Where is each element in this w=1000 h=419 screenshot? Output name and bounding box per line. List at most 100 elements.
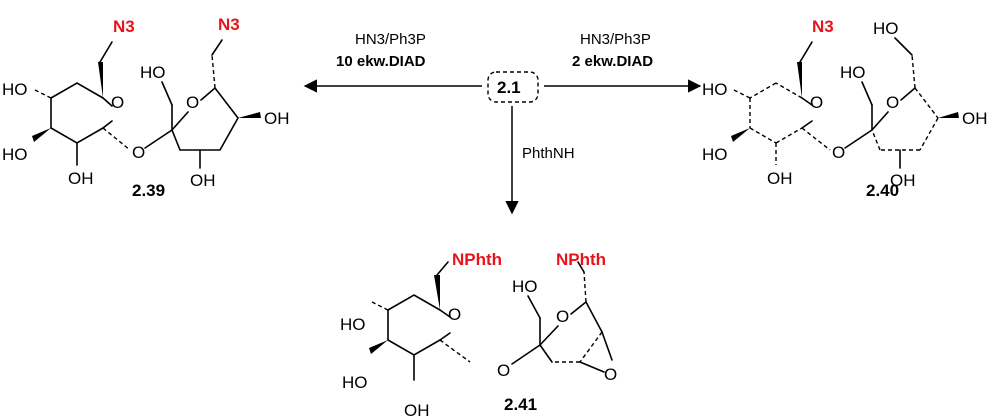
- bond: [171, 111, 189, 131]
- ho-label: HO: [873, 19, 899, 38]
- n3-label: N3: [812, 17, 834, 36]
- hash-bond: [749, 127, 777, 144]
- bond: [144, 129, 173, 149]
- hash-bond: [749, 82, 777, 99]
- chain-bond: [99, 41, 113, 63]
- ring-oxygen: O: [886, 93, 899, 112]
- ring-oxygen: O: [448, 305, 461, 324]
- ho-label: HO: [702, 80, 728, 99]
- hash-bond: [801, 127, 831, 151]
- bond: [871, 111, 889, 131]
- bond: [801, 97, 813, 106]
- ring-oxygen: O: [186, 93, 199, 112]
- compound-2-39: N3 HO HO OH O O O HO N3 OH OH 2.39: [2, 15, 290, 200]
- ring-oxygen: O: [810, 93, 823, 112]
- hash-bond: [775, 127, 803, 144]
- reagent-label: HN3/Ph3P: [355, 31, 426, 48]
- ho-label: HO: [342, 373, 368, 392]
- oh-label: OH: [890, 171, 916, 190]
- oh-label: OH: [264, 109, 290, 128]
- bond: [539, 325, 559, 346]
- compound-2-41: O NPhth HO HO OH O O O HO NPhth 2.41: [340, 250, 617, 419]
- bond: [161, 81, 173, 106]
- reagent-label: PhthNH: [522, 145, 575, 162]
- bond: [527, 295, 541, 319]
- compound-label: 2.40: [866, 181, 899, 200]
- hash-bond: [583, 271, 587, 303]
- oh-label: OH: [404, 401, 430, 419]
- wedge-bond: [98, 62, 103, 98]
- furanose-ring-bonds: [171, 86, 239, 151]
- ho-label: HO: [840, 63, 866, 82]
- hash-bond: [733, 89, 751, 99]
- hash-bond: [775, 82, 803, 99]
- oh-label: OH: [767, 169, 793, 188]
- wedge-bond: [938, 112, 959, 118]
- left-reaction-arrow: HN3/Ph3P 10 ekw.DIAD: [303, 31, 482, 93]
- compound-box: [487, 71, 539, 103]
- bond: [579, 361, 605, 373]
- oh-label: OH: [68, 169, 94, 188]
- nphth-label: NPhth: [556, 250, 606, 269]
- ho-label: HO: [140, 63, 166, 82]
- wedge-bond: [238, 112, 261, 118]
- bond: [601, 331, 613, 361]
- oh-label: OH: [190, 171, 216, 190]
- hash-bond: [911, 54, 916, 89]
- ho-label: HO: [2, 145, 28, 164]
- wedge-bond: [32, 128, 51, 142]
- hash-bond: [439, 339, 471, 363]
- hash-bond: [579, 331, 603, 363]
- wedge-bond: [434, 275, 440, 310]
- glycosidic-oxygen: O: [832, 143, 845, 162]
- pyranose-ring-bonds: [387, 294, 441, 356]
- pyranose-ring-bonds: [50, 82, 104, 144]
- right-reaction-arrow: HN3/Ph3P 2 ekw.DIAD: [544, 31, 702, 93]
- wedge-bond: [369, 340, 388, 354]
- bond: [900, 87, 916, 101]
- hash-bond: [102, 127, 131, 151]
- bond: [801, 120, 813, 129]
- bond: [439, 309, 451, 318]
- n3-label: N3: [113, 17, 135, 36]
- compound-label: 2.39: [132, 181, 165, 200]
- ring-oxygen: O: [111, 93, 124, 112]
- hash-bond: [211, 54, 216, 89]
- hash-bond: [871, 129, 881, 151]
- hash-bond: [919, 117, 939, 151]
- down-reaction-arrow: PhthNH: [505, 106, 575, 215]
- compound-label: 2.41: [504, 395, 537, 414]
- compound-2-40: O N3 HO HO OH O O HO HO OH OH 2.40: [702, 17, 988, 200]
- bond: [211, 39, 223, 56]
- conditions-label: 10 ekw.DIAD: [336, 53, 426, 70]
- epoxide-oxygen: O: [604, 365, 617, 384]
- ho-label: HO: [340, 315, 366, 334]
- ring-bond: [102, 120, 113, 129]
- bond: [799, 41, 813, 63]
- bond: [844, 129, 873, 149]
- reagent-label: HN3/Ph3P: [580, 31, 651, 48]
- wedge-bond: [731, 128, 750, 142]
- hash-bond: [34, 89, 52, 99]
- bond: [511, 344, 541, 365]
- ho-label: HO: [702, 145, 728, 164]
- glycosidic-oxygen: O: [497, 361, 510, 380]
- ho-label: HO: [512, 277, 538, 296]
- n3-label: N3: [218, 15, 240, 34]
- bond: [570, 301, 587, 315]
- bond: [577, 261, 585, 273]
- bond: [539, 344, 553, 363]
- ring-oxygen: O: [556, 307, 569, 326]
- compound-label: 2.1: [497, 78, 521, 97]
- bond: [436, 261, 449, 276]
- wedge-bond: [797, 62, 802, 98]
- nphth-label: NPhth: [452, 250, 502, 269]
- hash-bond: [371, 301, 389, 311]
- bond: [585, 301, 603, 333]
- glycosidic-oxygen: O: [132, 143, 145, 162]
- oh-label: OH: [962, 109, 988, 128]
- bond: [439, 332, 451, 341]
- ho-label: HO: [2, 80, 28, 99]
- starting-material: 2.1: [487, 71, 539, 103]
